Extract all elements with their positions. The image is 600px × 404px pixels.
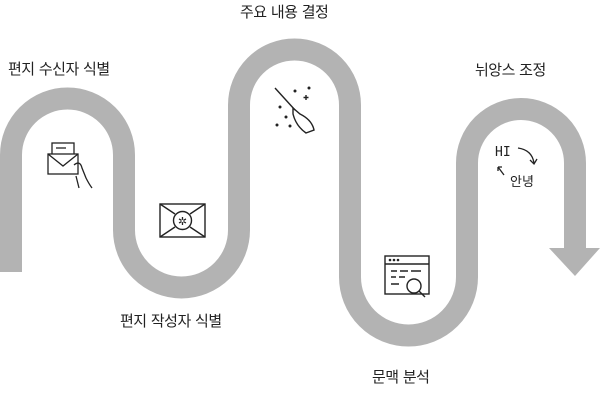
winding-road [0,38,586,347]
road-arrowhead [549,248,600,276]
envelope-hand-icon [47,142,93,189]
translate-from-text: HI [495,145,511,160]
translate-to-text: 안녕 [510,175,534,190]
document-search-icon [384,255,430,298]
svg-text:✲: ✲ [178,215,187,228]
step-label-author: 편지 작성자 식별 [120,312,222,330]
step-label-recipient: 편지 수신자 식별 [8,60,110,78]
step-label-key-content: 주요 내용 결정 [240,3,329,21]
translate-icon: HI 안녕 [495,145,538,190]
step-label-context: 문맥 분석 [372,368,430,386]
broom-icon [274,86,315,134]
sealed-envelope-icon: ✲ [159,203,206,238]
step-label-nuance: 뉘앙스 조정 [475,61,546,79]
